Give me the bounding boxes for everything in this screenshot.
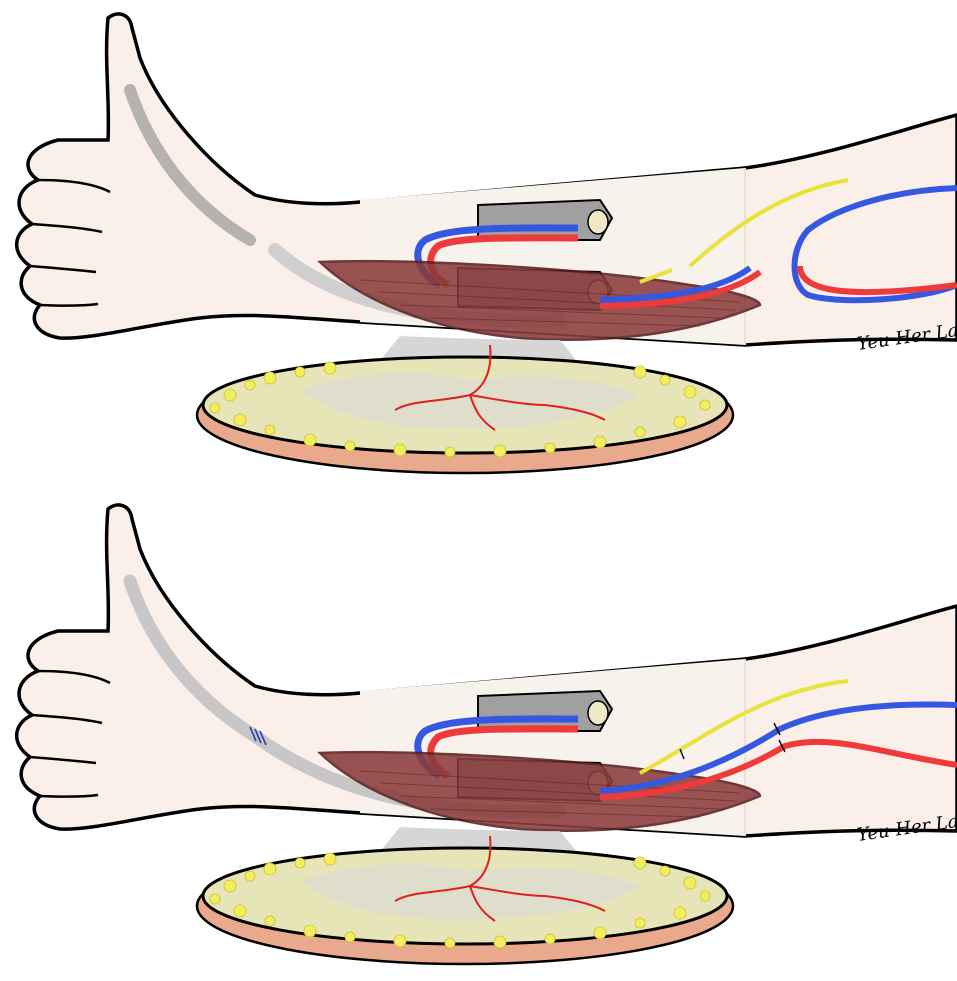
bone-marrow bbox=[588, 210, 608, 234]
panel-before-repair: Yeu-Her Lai bbox=[0, 0, 957, 490]
bone-marrow bbox=[588, 701, 608, 725]
forearm-flap-illustration: Yeu-Her Lai bbox=[0, 491, 957, 981]
forearm-flap-illustration: Yeu-Her Lai bbox=[0, 0, 957, 490]
panel-after-repair: Yeu-Her Lai bbox=[0, 491, 957, 981]
